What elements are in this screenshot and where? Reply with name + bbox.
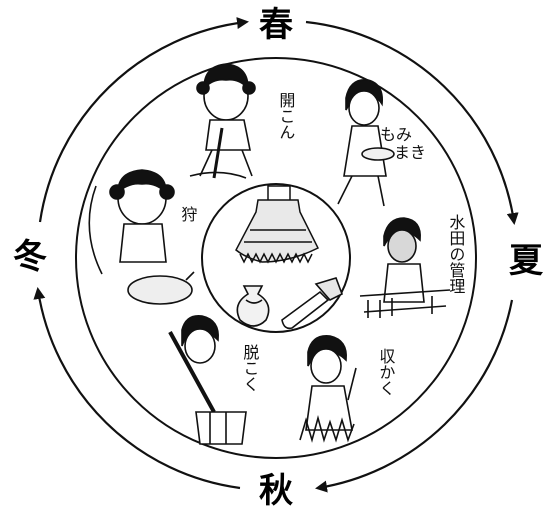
farmer-figure-icon [168, 314, 247, 445]
season-label-summer: 夏 [509, 241, 544, 281]
season-label-spring: 春 [259, 5, 293, 45]
activity-label-paddy-line1: 水田の [446, 214, 466, 262]
cycle-arrow-icon [315, 299, 514, 493]
clay-pot-icon [236, 285, 270, 327]
activity-ring [75, 57, 477, 459]
stone-tool-icon [281, 277, 344, 330]
artifact-circle [201, 183, 351, 333]
straw-garment-icon [235, 185, 320, 264]
activity-label-hunting: 狩 [178, 206, 198, 222]
activity-label-sowing-line2: まき [394, 143, 427, 163]
cycle-arrow-icon [38, 17, 249, 223]
activity-label-cultivation: 開こん [276, 92, 296, 140]
season-label-winter: 冬 [13, 237, 47, 277]
activity-label-threshing: 脱こく [240, 344, 260, 392]
farmer-figure-icon [88, 169, 195, 305]
farmer-figure-icon [359, 217, 451, 318]
activity-label-paddy-management: 水田の管理 [446, 214, 466, 294]
farmer-figure-icon [299, 335, 357, 443]
cycle-arrow-icon [33, 287, 241, 490]
farmer-figure-icon [337, 79, 395, 207]
activity-label-sowing-line1: もみ [380, 125, 413, 144]
activity-label-paddy-line2: 管理 [446, 262, 466, 294]
season-label-autumn: 秋 [259, 471, 293, 511]
cycle-arrow-icon [305, 20, 519, 225]
farmer-figure-icon [189, 63, 256, 179]
season-cycle-arrows [33, 17, 519, 493]
activity-label-harvest: 収かく [376, 348, 396, 396]
activity-label-sowing: もみ まき [380, 125, 436, 163]
